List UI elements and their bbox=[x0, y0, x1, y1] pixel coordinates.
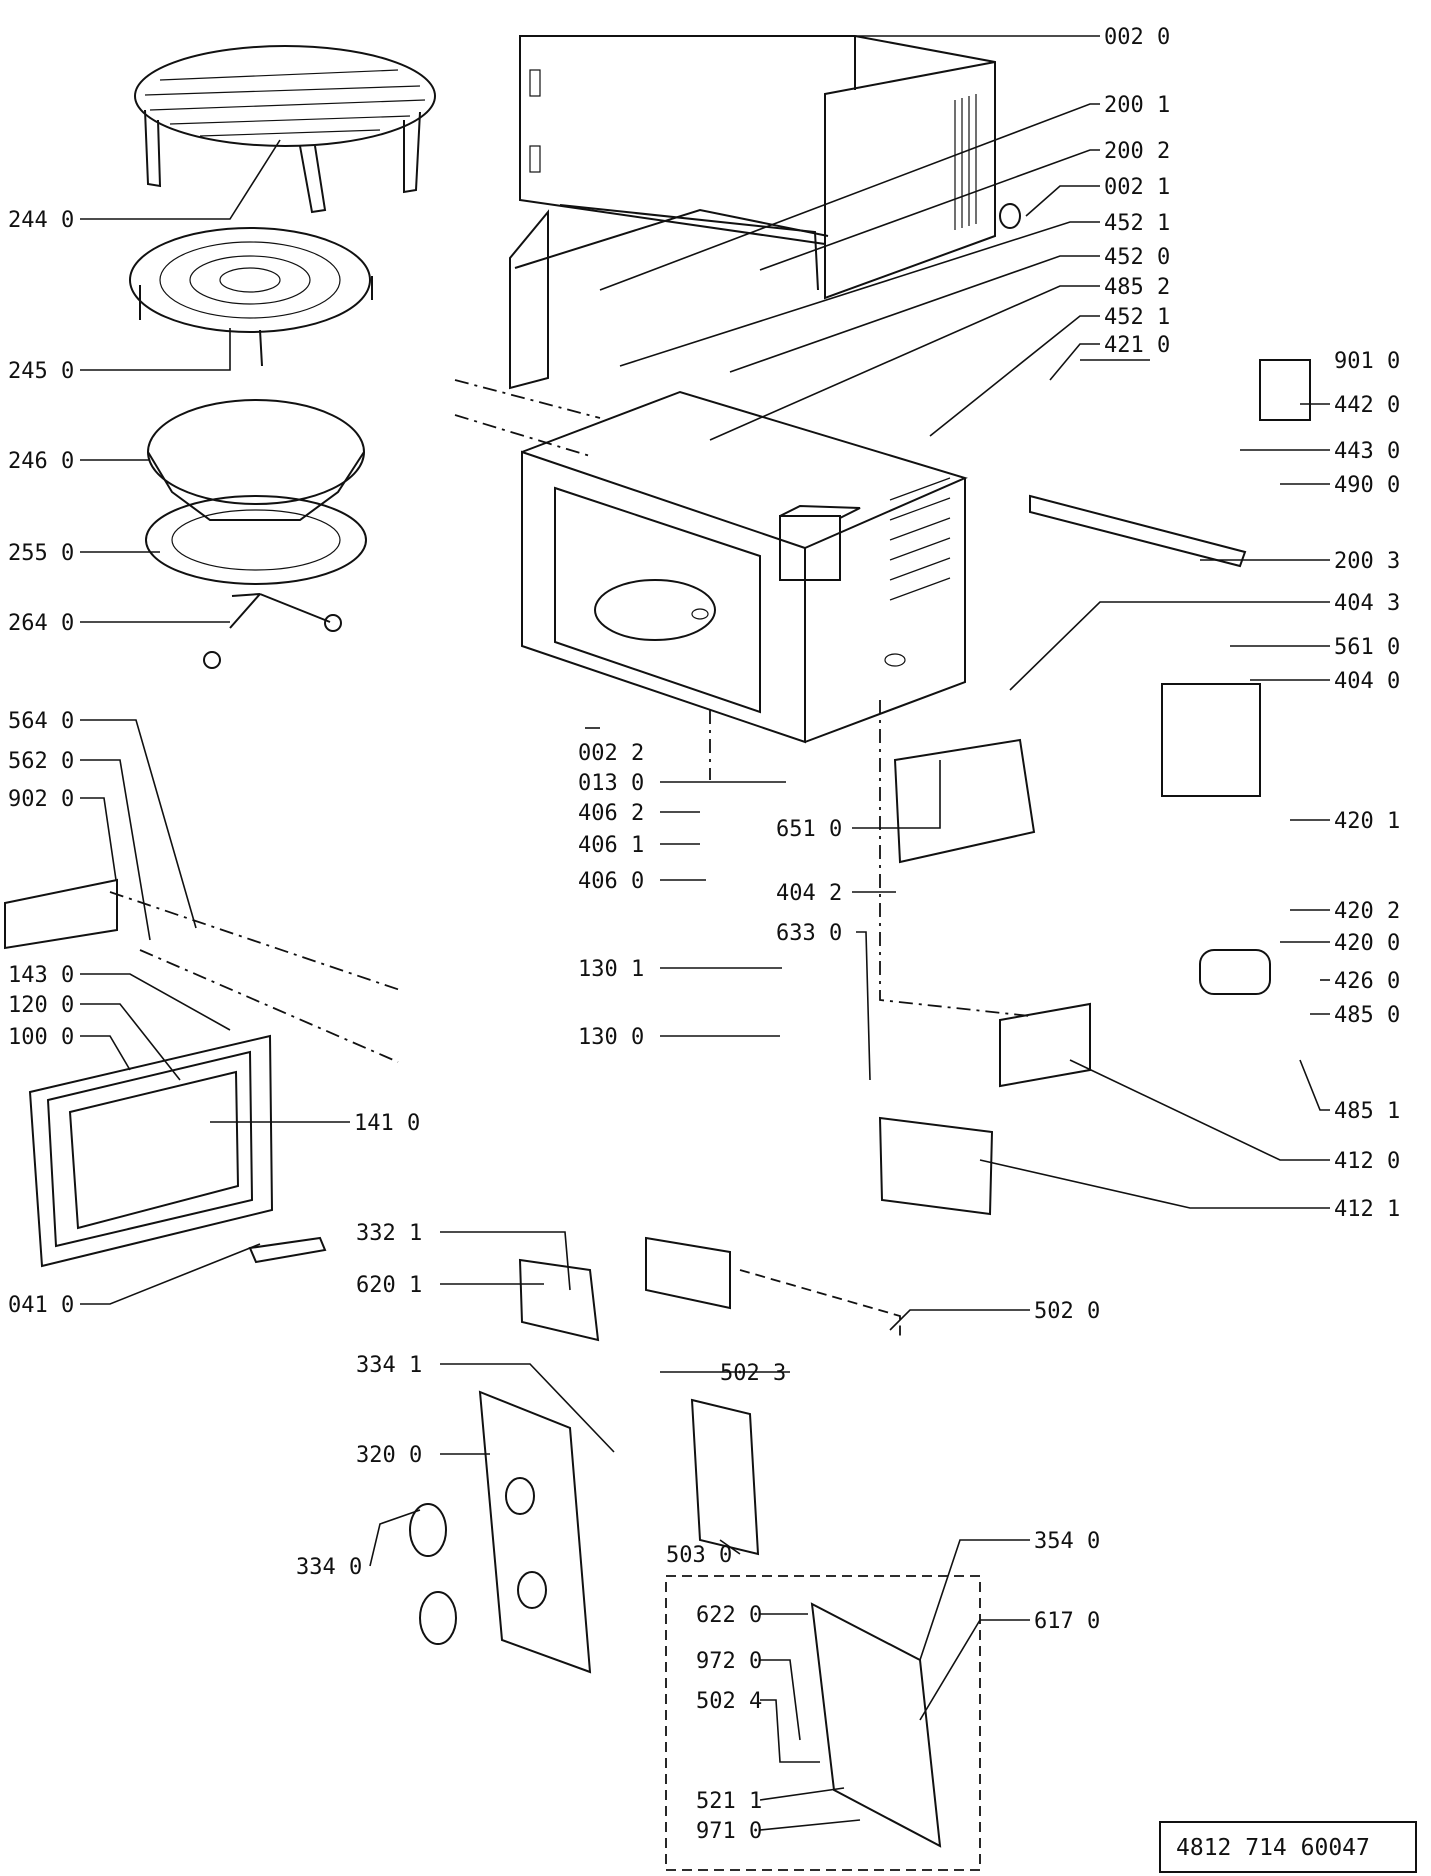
callout-143-0: 143 0 bbox=[8, 963, 74, 988]
callout-490-0: 490 0 bbox=[1334, 473, 1400, 498]
grill-plate bbox=[129, 227, 373, 367]
callout-120-0: 120 0 bbox=[8, 993, 74, 1018]
callout-244-0: 244 0 bbox=[8, 208, 74, 233]
callout-130-1: 130 1 bbox=[578, 957, 644, 982]
callout-labels: 002 0 200 1 200 2 002 1 452 1 452 0 485 … bbox=[8, 25, 1400, 1844]
callout-971-0: 971 0 bbox=[696, 1819, 762, 1844]
pcb-board bbox=[810, 1602, 942, 1848]
switch-board bbox=[518, 1258, 600, 1342]
timer-motor bbox=[690, 1398, 760, 1556]
callout-972-0: 972 0 bbox=[696, 1649, 762, 1674]
callout-200-1: 200 1 bbox=[1104, 93, 1170, 118]
callout-617-0: 617 0 bbox=[1034, 1609, 1100, 1634]
callout-452-1a: 452 1 bbox=[1104, 211, 1170, 236]
leader-lines bbox=[80, 35, 1330, 1831]
callout-245-0: 245 0 bbox=[8, 359, 74, 384]
callout-334-1: 334 1 bbox=[356, 1353, 422, 1378]
callout-561-0: 561 0 bbox=[1334, 635, 1400, 660]
outer-cabinet bbox=[509, 35, 1021, 390]
callout-141-0: 141 0 bbox=[354, 1111, 420, 1136]
callout-200-3: 200 3 bbox=[1334, 549, 1400, 574]
oven-cavity bbox=[521, 390, 968, 744]
callout-320-0: 320 0 bbox=[356, 1443, 422, 1468]
callout-503-0: 503 0 bbox=[666, 1543, 732, 1568]
callout-420-1: 420 1 bbox=[1334, 809, 1400, 834]
callout-521-1: 521 1 bbox=[696, 1789, 762, 1814]
turntable bbox=[145, 495, 367, 585]
callout-901-0: 901 0 bbox=[1334, 349, 1400, 374]
callout-452-1b: 452 1 bbox=[1104, 305, 1170, 330]
callout-041-0: 041 0 bbox=[8, 1293, 74, 1318]
callout-412-1: 412 1 bbox=[1334, 1197, 1400, 1222]
wire-rack bbox=[134, 45, 436, 214]
callout-406-1: 406 1 bbox=[578, 833, 644, 858]
callout-564-0: 564 0 bbox=[8, 709, 74, 734]
callout-485-1: 485 1 bbox=[1334, 1099, 1400, 1124]
callout-485-2: 485 2 bbox=[1104, 275, 1170, 300]
callout-502-0: 502 0 bbox=[1034, 1299, 1100, 1324]
callout-421-0: 421 0 bbox=[1104, 333, 1170, 358]
callout-002-2: 002 2 bbox=[578, 741, 644, 766]
callout-332-1: 332 1 bbox=[356, 1221, 422, 1246]
mica-plate bbox=[4, 878, 118, 950]
callout-200-2: 200 2 bbox=[1104, 139, 1170, 164]
callout-562-0: 562 0 bbox=[8, 749, 74, 774]
callout-406-0: 406 0 bbox=[578, 869, 644, 894]
door-assembly bbox=[28, 1034, 327, 1268]
callout-426-0: 426 0 bbox=[1334, 969, 1400, 994]
callout-502-3: 502 3 bbox=[720, 1361, 786, 1386]
callout-622-0: 622 0 bbox=[696, 1603, 762, 1628]
roller-support bbox=[203, 593, 342, 669]
callout-420-0: 420 0 bbox=[1334, 931, 1400, 956]
callout-002-0: 002 0 bbox=[1104, 25, 1170, 50]
callout-902-0: 902 0 bbox=[8, 787, 74, 812]
callout-651-0: 651 0 bbox=[776, 817, 842, 842]
right-components bbox=[878, 359, 1311, 1216]
document-number-box: 4812 714 60047 bbox=[1159, 1821, 1417, 1873]
callout-620-1: 620 1 bbox=[356, 1273, 422, 1298]
switch-plate bbox=[645, 1236, 731, 1310]
document-number: 4812 714 60047 bbox=[1176, 1835, 1370, 1861]
control-panel bbox=[409, 1390, 592, 1674]
callout-502-4: 502 4 bbox=[696, 1689, 762, 1714]
callout-130-0: 130 0 bbox=[578, 1025, 644, 1050]
callout-002-1: 002 1 bbox=[1104, 175, 1170, 200]
callout-255-0: 255 0 bbox=[8, 541, 74, 566]
callout-442-0: 442 0 bbox=[1334, 393, 1400, 418]
callout-100-0: 100 0 bbox=[8, 1025, 74, 1050]
callout-485-0: 485 0 bbox=[1334, 1003, 1400, 1028]
callout-452-0: 452 0 bbox=[1104, 245, 1170, 270]
callout-420-2: 420 2 bbox=[1334, 899, 1400, 924]
callout-633-0: 633 0 bbox=[776, 921, 842, 946]
callout-354-0: 354 0 bbox=[1034, 1529, 1100, 1554]
callout-443-0: 443 0 bbox=[1334, 439, 1400, 464]
callout-404-3: 404 3 bbox=[1334, 591, 1400, 616]
crisp-bowl bbox=[147, 399, 365, 521]
callout-334-0: 334 0 bbox=[296, 1555, 362, 1580]
callout-404-2: 404 2 bbox=[776, 881, 842, 906]
callout-406-2: 406 2 bbox=[578, 801, 644, 826]
assembly-guides bbox=[109, 379, 1031, 1340]
callout-013-0: 013 0 bbox=[578, 771, 644, 796]
callout-246-0: 246 0 bbox=[8, 449, 74, 474]
callout-412-0: 412 0 bbox=[1334, 1149, 1400, 1174]
callout-404-0: 404 0 bbox=[1334, 669, 1400, 694]
callout-264-0: 264 0 bbox=[8, 611, 74, 636]
